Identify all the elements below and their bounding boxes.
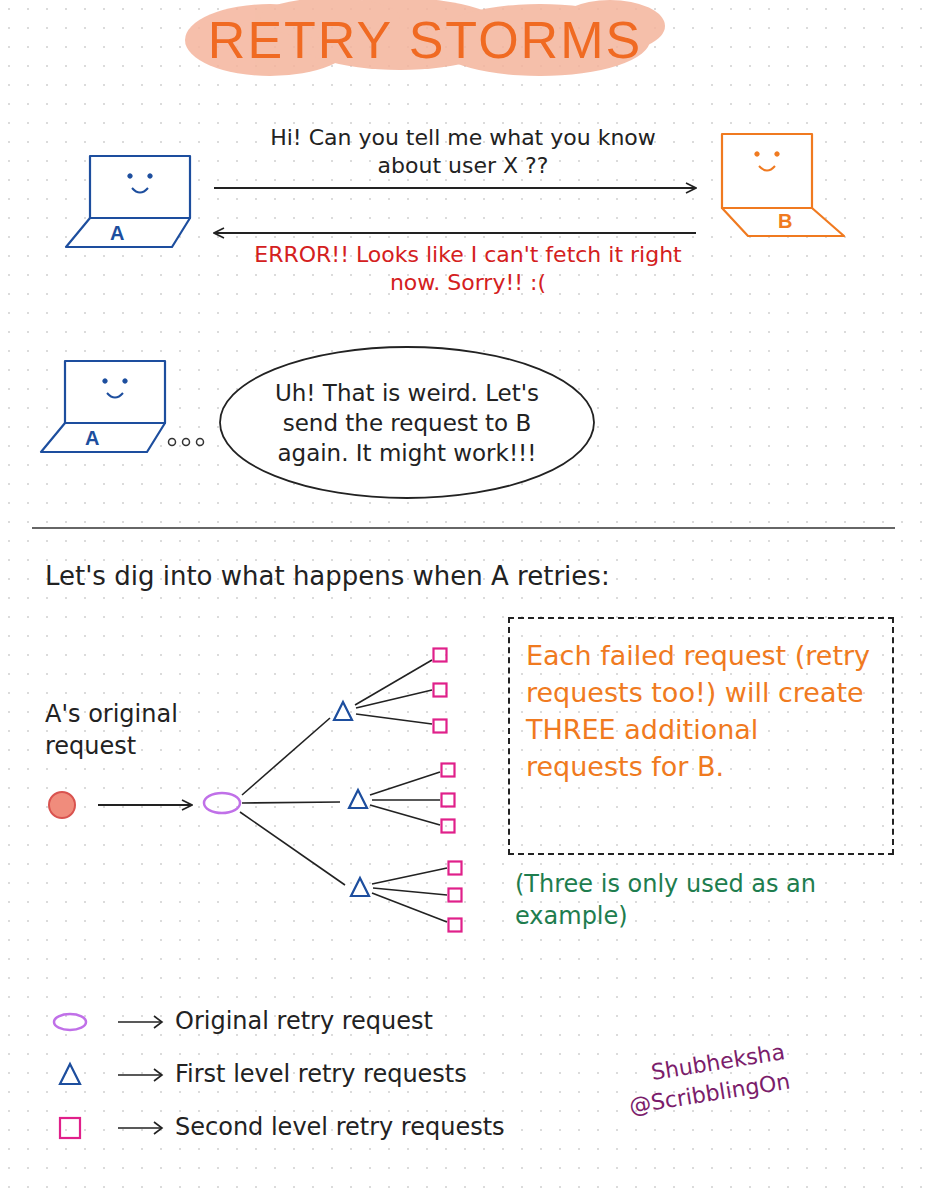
thought-dots xyxy=(169,439,204,446)
laptop-letter: B xyxy=(778,210,792,232)
retry-ellipse xyxy=(204,793,240,813)
message-arrow xyxy=(214,232,696,234)
tree-branches xyxy=(240,660,447,922)
legend-row: First level retry requests xyxy=(40,1053,600,1097)
laptop-drawing xyxy=(35,355,185,455)
tree-label: A's original request xyxy=(45,698,235,762)
legend-sample xyxy=(40,1053,170,1097)
section-heading: Let's dig into what happens when A retri… xyxy=(45,560,685,592)
message-arrow xyxy=(214,187,696,189)
legend-text: Second level retry requests xyxy=(175,1111,505,1143)
legend-text: Original retry request xyxy=(175,1005,433,1037)
note-box: Each failed request (retry requests too!… xyxy=(508,617,894,855)
message-text: ERROR!! Looks like I can't fetch it righ… xyxy=(248,241,688,297)
request-arrow xyxy=(98,804,192,806)
first-level-triangles xyxy=(334,702,369,896)
laptop-letter: A xyxy=(85,427,99,449)
divider-line xyxy=(32,527,895,529)
thought-text: Uh! That is weird. Let's send the reques… xyxy=(262,378,552,468)
laptop-a: A xyxy=(60,150,210,250)
page-title: RETRY STORMS xyxy=(180,10,670,70)
thought-bubble: Uh! That is weird. Let's send the reques… xyxy=(218,345,596,500)
laptop-a: A xyxy=(35,355,185,455)
legend-sample xyxy=(40,1106,170,1150)
message-text: Hi! Can you tell me what you know about … xyxy=(238,124,688,180)
example-note: (Three is only used as an example) xyxy=(515,868,855,932)
original-request-dot xyxy=(49,792,75,818)
legend-text: First level retry requests xyxy=(175,1058,467,1090)
second-level-squares xyxy=(434,649,462,932)
laptop-b: B xyxy=(700,128,850,240)
laptop-letter: A xyxy=(110,222,124,244)
laptop-drawing xyxy=(60,150,210,250)
legend-row: Original retry request xyxy=(40,1000,600,1044)
laptop-drawing xyxy=(700,128,850,240)
note-text: Each failed request (retry requests too!… xyxy=(526,637,876,785)
legend-row: Second level retry requests xyxy=(40,1106,600,1150)
legend-sample xyxy=(40,1000,170,1044)
